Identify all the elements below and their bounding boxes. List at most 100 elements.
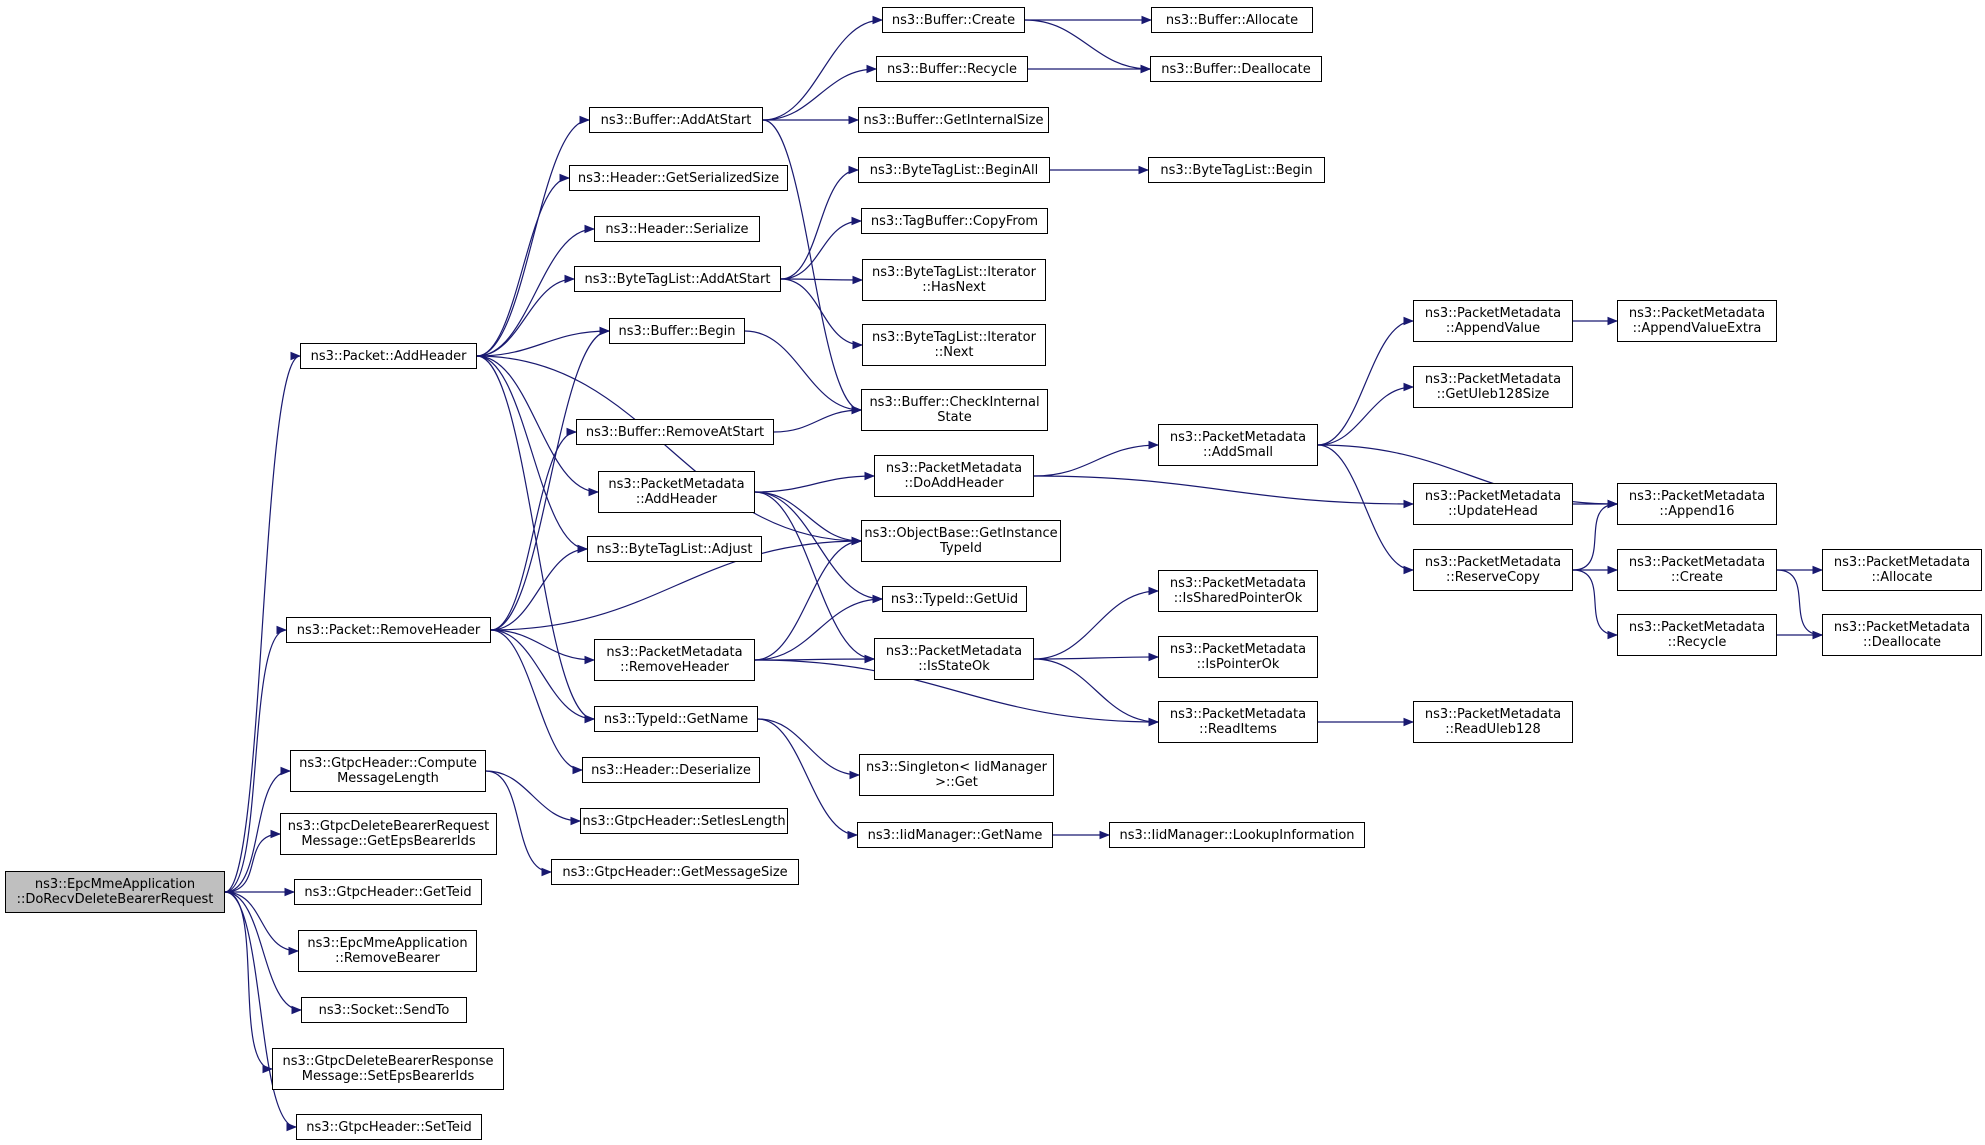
node-label-line: ns3::PacketMetadata	[1424, 372, 1562, 387]
node-label-line: ns3::PacketMetadata	[606, 645, 743, 660]
node-label-line: ns3::PacketMetadata	[885, 461, 1023, 476]
call-edge-buf_begin-to-buf_checkinternal	[744, 330, 863, 415]
node-label-line: ns3::Buffer::Allocate	[1165, 12, 1299, 28]
node-gtpc-setteid[interactable]: ns3::GtpcHeader::SetTeid	[296, 1114, 482, 1140]
node-label-line: ns3::PacketMetadata	[885, 644, 1023, 659]
node-buf-removeatstart[interactable]: ns3::Buffer::RemoveAtStart	[576, 419, 774, 445]
node-label-line: ns3::PacketMetadata	[1628, 306, 1766, 321]
node-label-line: ns3::PacketMetadata	[1169, 430, 1307, 445]
node-buf-recycle[interactable]: ns3::Buffer::Recycle	[876, 56, 1028, 82]
call-edge-gtpc_compute-to-gtpc_setieslength	[485, 770, 582, 826]
node-label-line: ::IsStateOk	[918, 659, 990, 674]
call-edge-buf_addatstart-to-buf_create	[762, 15, 884, 121]
node-pm-appendvalueextra[interactable]: ns3::PacketMetadata::AppendValueExtra	[1617, 300, 1777, 342]
node-pm-recycle[interactable]: ns3::PacketMetadata::Recycle	[1617, 614, 1777, 656]
node-label-line: ::ReserveCopy	[1446, 570, 1540, 585]
node-hdr-serialize[interactable]: ns3::Header::Serialize	[594, 216, 760, 242]
node-label-line: ns3::TypeId::GetUid	[890, 591, 1019, 607]
call-edge-pkt_addheader-to-hdr_serialize	[476, 224, 596, 357]
call-edge-gtpc_compute-to-gtpc_getmessagesize	[485, 770, 553, 877]
node-hdr-deserialize[interactable]: ns3::Header::Deserialize	[582, 757, 760, 783]
node-pm-readuleb128[interactable]: ns3::PacketMetadata::ReadUleb128	[1413, 701, 1573, 743]
node-epc-removebearer[interactable]: ns3::EpcMmeApplication::RemoveBearer	[298, 930, 477, 972]
call-edge-root-to-pkt_removeheader	[224, 625, 288, 893]
node-btl-begin[interactable]: ns3::ByteTagList::Begin	[1148, 157, 1325, 183]
call-edge-buf_addatstart-to-buf_recycle	[762, 64, 878, 121]
node-gtpc-getteid[interactable]: ns3::GtpcHeader::GetTeid	[294, 879, 482, 905]
node-typeid-getuid[interactable]: ns3::TypeId::GetUid	[882, 586, 1027, 612]
node-iid-getname[interactable]: ns3::IidManager::GetName	[857, 822, 1053, 848]
node-singleton-get[interactable]: ns3::Singleton< IidManager>::Get	[859, 754, 1054, 796]
call-edge-root-to-socket_sendto	[224, 891, 303, 1015]
node-typeid-getname[interactable]: ns3::TypeId::GetName	[594, 706, 758, 732]
node-pm-removeheader[interactable]: ns3::PacketMetadata::RemoveHeader	[594, 639, 755, 681]
call-edge-pm_removeheader-to-typeid_getuid	[754, 594, 884, 661]
call-edge-pm_addheader-to-pm_doaddheader	[754, 471, 876, 493]
call-edge-pkt_removeheader-to-pm_removeheader	[490, 629, 596, 665]
node-iid-lookupinformation[interactable]: ns3::IidManager::LookupInformation	[1109, 822, 1365, 848]
node-pm-appendvalue[interactable]: ns3::PacketMetadata::AppendValue	[1413, 300, 1573, 342]
call-edge-pm_addheader-to-objbase_getinstancetypeid	[754, 491, 863, 546]
node-tagbuf-copyfrom[interactable]: ns3::TagBuffer::CopyFrom	[861, 208, 1048, 234]
node-pm-append16[interactable]: ns3::PacketMetadata::Append16	[1617, 483, 1777, 525]
node-btl-iter-next[interactable]: ns3::ByteTagList::Iterator::Next	[862, 324, 1046, 366]
node-label-line: ::Create	[1671, 570, 1723, 585]
node-socket-sendto[interactable]: ns3::Socket::SendTo	[301, 997, 467, 1023]
node-hdr-getserializedsize[interactable]: ns3::Header::GetSerializedSize	[569, 165, 788, 191]
node-pm-ispointerok[interactable]: ns3::PacketMetadata::IsPointerOk	[1158, 636, 1318, 678]
node-label-line: ::HasNext	[922, 280, 986, 295]
node-label-line: ns3::Socket::SendTo	[318, 1002, 450, 1018]
node-label-line: ns3::ByteTagList::Iterator	[872, 330, 1036, 345]
call-edge-pm_addheader-to-pm_isstateok	[754, 491, 876, 664]
node-label-line: TypeId	[940, 541, 982, 556]
node-label-line: ns3::Singleton< IidManager	[865, 760, 1047, 775]
call-edge-pm_isstateok-to-pm_ispointerok	[1033, 652, 1160, 662]
node-pm-isstateok[interactable]: ns3::PacketMetadata::IsStateOk	[874, 638, 1034, 680]
node-label-line: ns3::GtpcDeleteBearerRequest	[287, 819, 490, 834]
node-pkt-removeheader[interactable]: ns3::Packet::RemoveHeader	[286, 617, 491, 643]
node-pm-updatehead[interactable]: ns3::PacketMetadata::UpdateHead	[1413, 483, 1573, 525]
node-btl-addatstart[interactable]: ns3::ByteTagList::AddAtStart	[574, 266, 781, 292]
call-edge-pkt_removeheader-to-btl_adjust	[490, 544, 589, 631]
node-btl-iter-hasnext[interactable]: ns3::ByteTagList::Iterator::HasNext	[862, 259, 1046, 301]
node-label-line: ::DoRecvDeleteBearerRequest	[16, 892, 214, 907]
call-edge-pkt_removeheader-to-typeid_getname	[490, 629, 596, 724]
node-pm-readitems[interactable]: ns3::PacketMetadata::ReadItems	[1158, 701, 1318, 743]
node-label-line: ns3::ByteTagList::AddAtStart	[584, 271, 771, 287]
call-edge-pm_reservecopy-to-pm_recycle	[1572, 569, 1619, 640]
node-gtpc-setieslength[interactable]: ns3::GtpcHeader::SetIesLength	[580, 808, 788, 834]
node-label-line: ns3::IidManager::GetName	[867, 827, 1043, 843]
node-buf-addatstart[interactable]: ns3::Buffer::AddAtStart	[589, 107, 763, 133]
node-pm-doaddheader[interactable]: ns3::PacketMetadata::DoAddHeader	[874, 455, 1034, 497]
node-pm-addsmall[interactable]: ns3::PacketMetadata::AddSmall	[1158, 424, 1318, 466]
node-btl-beginall[interactable]: ns3::ByteTagList::BeginAll	[858, 157, 1050, 183]
call-edge-buf_removeatstart-to-buf_checkinternal	[773, 405, 863, 433]
node-gtpc-getmessagesize[interactable]: ns3::GtpcHeader::GetMessageSize	[551, 859, 799, 885]
node-label-line: ns3::Buffer::Begin	[618, 323, 736, 339]
node-buf-getinternalsize[interactable]: ns3::Buffer::GetInternalSize	[858, 107, 1049, 133]
node-pm-reservecopy[interactable]: ns3::PacketMetadata::ReserveCopy	[1413, 549, 1573, 591]
node-buf-begin[interactable]: ns3::Buffer::Begin	[609, 318, 745, 344]
node-pm-getuleb128size[interactable]: ns3::PacketMetadata::GetUleb128Size	[1413, 366, 1573, 408]
node-pkt-addheader[interactable]: ns3::Packet::AddHeader	[300, 343, 477, 369]
node-label-line: State	[937, 410, 972, 425]
node-pm-allocate[interactable]: ns3::PacketMetadata::Allocate	[1822, 549, 1982, 591]
node-label-line: ns3::PacketMetadata	[608, 477, 745, 492]
node-pm-deallocate[interactable]: ns3::PacketMetadata::Deallocate	[1822, 614, 1982, 656]
node-pm-create[interactable]: ns3::PacketMetadata::Create	[1617, 549, 1777, 591]
node-buf-deallocate[interactable]: ns3::Buffer::Deallocate	[1150, 56, 1322, 82]
node-pm-issharedpointerok[interactable]: ns3::PacketMetadata::IsSharedPointerOk	[1158, 570, 1318, 612]
node-pm-addheader[interactable]: ns3::PacketMetadata::AddHeader	[598, 471, 755, 513]
call-edge-typeid_getname-to-singleton_get	[757, 718, 861, 780]
node-btl-adjust[interactable]: ns3::ByteTagList::Adjust	[587, 536, 762, 562]
node-buf-allocate[interactable]: ns3::Buffer::Allocate	[1151, 7, 1313, 33]
node-buf-create[interactable]: ns3::Buffer::Create	[882, 7, 1025, 33]
node-label-line: ns3::Packet::RemoveHeader	[296, 622, 481, 638]
node-label-line: ::AppendValueExtra	[1632, 321, 1762, 336]
